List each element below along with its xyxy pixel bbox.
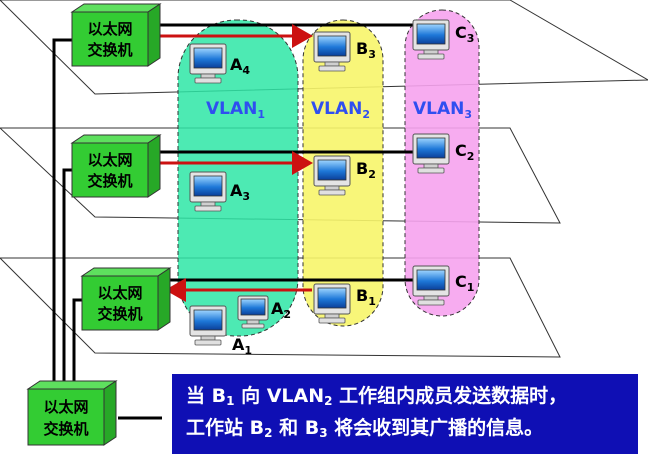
host-label-b1: B1	[356, 286, 376, 308]
vlan3-label: VLAN3	[413, 99, 472, 121]
switch-top[interactable]: 以太网 交换机	[70, 3, 162, 67]
switch-bottom[interactable]: 以太网 交换机	[80, 267, 172, 331]
switch-root-label-1: 以太网	[43, 398, 88, 416]
host-label-a3: A3	[230, 181, 250, 203]
switch-middle-label-2: 交换机	[87, 172, 132, 190]
host-label-b2: B2	[356, 159, 376, 181]
trunk-cables	[52, 38, 82, 385]
switch-middle-label-1: 以太网	[87, 151, 132, 169]
vlan1-label: VLAN1	[206, 99, 265, 121]
caption-line-2: 工作站 B2 和 B3 将会收到其广播的信息。	[186, 417, 544, 440]
switch-bottom-label-1: 以太网	[97, 284, 142, 302]
host-label-a4: A4	[230, 55, 250, 77]
host-label-a1: A1	[232, 335, 252, 357]
host-label-a2: A2	[271, 299, 291, 321]
switch-root[interactable]: 以太网 交换机	[26, 380, 118, 446]
host-label-b3: B3	[356, 39, 376, 61]
caption-line-1: 当 B1 向 VLAN2 工作组内成员发送数据时，	[186, 385, 568, 408]
switch-top-label-1: 以太网	[87, 20, 132, 38]
switch-root-label-2: 交换机	[43, 420, 88, 438]
vlan2-label: VLAN2	[311, 99, 370, 121]
host-label-c1: C1	[455, 272, 474, 294]
caption-box: 当 B1 向 VLAN2 工作组内成员发送数据时， 工作站 B2 和 B3 将会…	[172, 374, 638, 454]
host-label-c2: C2	[455, 141, 474, 163]
switch-bottom-label-2: 交换机	[97, 305, 142, 323]
switch-top-label-2: 交换机	[87, 41, 132, 59]
host-label-c3: C3	[455, 23, 474, 45]
vlan1-region	[177, 19, 299, 337]
switch-middle[interactable]: 以太网 交换机	[70, 134, 162, 198]
